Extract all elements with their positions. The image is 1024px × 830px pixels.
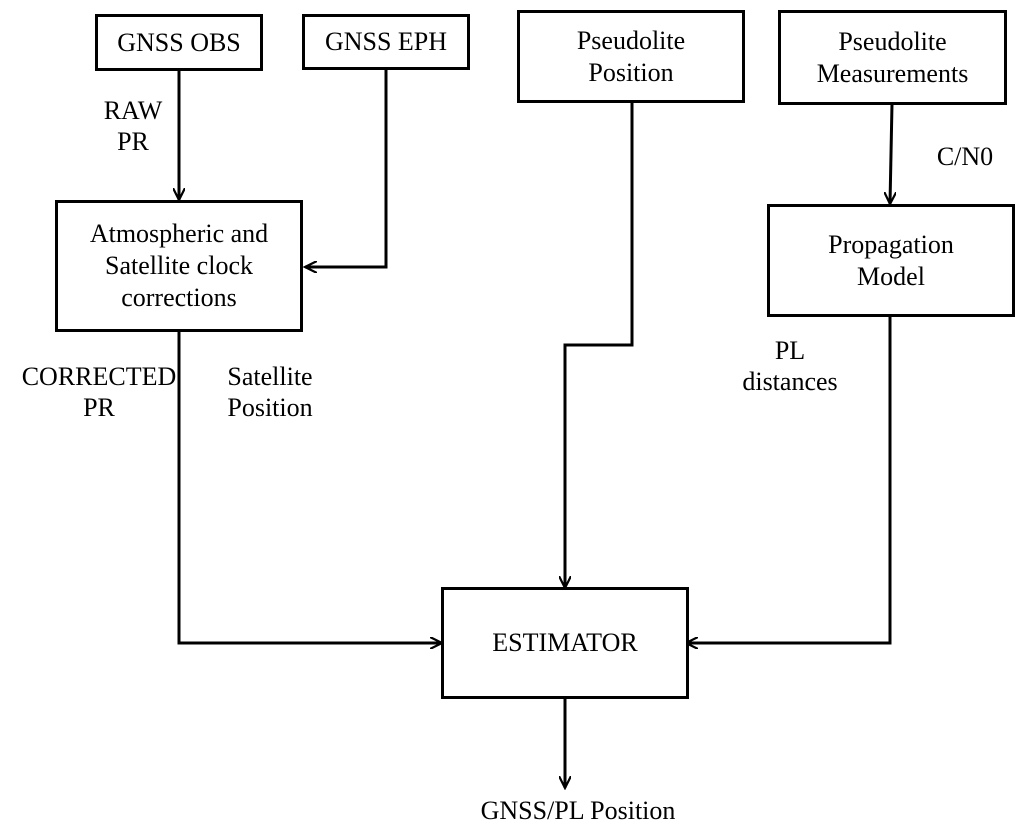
satellite-position-line-2: Position	[227, 393, 313, 422]
corrected-pr-line-2: PR	[83, 393, 115, 422]
output-text: GNSS/PL Position	[480, 796, 676, 825]
arrow-corrections-to-estimator	[177, 330, 442, 643]
pseudolite-position-box: Pseudolite Position	[517, 10, 745, 103]
corrections-line-2: Satellite clock	[104, 251, 253, 280]
pl-distances-line-1: PL	[774, 336, 806, 365]
corrections-box: Atmospheric and Satellite clock correcti…	[55, 200, 303, 332]
satellite-position-line-1: Satellite	[227, 362, 313, 391]
pseudolite-measurements-box: Pseudolite Measurements	[778, 10, 1007, 105]
corrected-pr-line-1: CORRECTED	[21, 362, 177, 391]
pl-distances-line-2: distances	[742, 367, 838, 396]
corrections-line-1: Atmospheric and	[89, 219, 269, 248]
gnss-obs-box: GNSS OBS	[95, 14, 263, 71]
corrections-line-3: corrections	[121, 283, 237, 312]
gnss-eph-box: GNSS EPH	[302, 14, 470, 70]
c-n0-text: C/N0	[936, 142, 994, 171]
estimator-box: ESTIMATOR	[441, 587, 689, 699]
pseudolite-position-line-2: Position	[588, 57, 674, 87]
pseudolite-measurements-line-2: Measurements	[816, 58, 969, 88]
raw-pr-line-2: PR	[117, 127, 149, 156]
arrow-pseudolite-position-to-estimator	[565, 102, 634, 588]
corrected-pr-label: CORRECTED PR	[4, 361, 194, 423]
arrow-propagation-to-estimator	[686, 315, 892, 643]
raw-pr-line-1: RAW	[103, 96, 163, 125]
raw-pr-label: RAW PR	[86, 95, 180, 157]
arrow-eph-to-corrections	[305, 69, 388, 267]
pseudolite-position-line-1: Pseudolite	[576, 25, 686, 55]
gnss-eph-label: GNSS EPH	[324, 27, 448, 56]
pl-distances-label: PL distances	[725, 335, 855, 397]
output-label: GNSS/PL Position	[440, 795, 716, 826]
satellite-position-label: Satellite Position	[205, 361, 335, 423]
estimator-label: ESTIMATOR	[492, 628, 638, 657]
pseudolite-measurements-line-1: Pseudolite	[838, 26, 947, 56]
c-n0-label: C/N0	[918, 141, 1012, 172]
propagation-model-line-1: Propagation	[828, 229, 954, 259]
propagation-model-box: Propagation Model	[767, 204, 1015, 317]
propagation-model-line-2: Model	[857, 261, 925, 291]
gnss-obs-label: GNSS OBS	[117, 27, 241, 57]
arrow-measurements-to-propagation	[890, 103, 892, 204]
